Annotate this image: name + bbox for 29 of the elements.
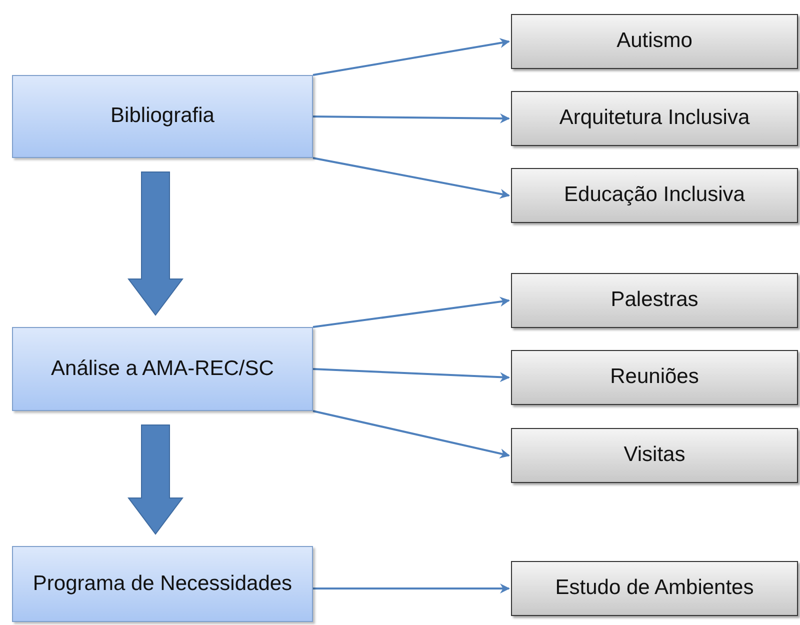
box-label: Reuniões [609,364,700,390]
box-label: Programa de Necessidades [32,570,294,597]
arrow [312,38,510,76]
arrow [312,368,510,382]
box-label: Estudo de Ambientes [554,575,755,602]
arrow [312,410,510,458]
process-box [12,546,313,622]
box-label: Educação Inclusiva [563,182,746,208]
process-box [12,327,313,411]
box-label: Palestras [610,287,700,314]
box-label: Bibliografia [110,103,216,130]
process-box [511,168,798,223]
process-box [511,561,798,616]
process-box [511,428,798,483]
arrow [313,584,510,594]
process-box [12,75,313,158]
box-label: Visitas [622,442,686,468]
process-box [511,91,798,146]
block-arrow [128,424,184,535]
box-label: Análise a AMA-REC/SC [50,356,275,382]
process-box [511,350,798,405]
arrow [313,113,510,124]
process-box [511,273,798,328]
arrow [312,296,510,328]
box-label: Autismo [616,28,694,54]
arrow [312,157,510,199]
process-box [511,14,798,69]
box-label: Arquitetura Inclusiva [558,105,751,132]
block-arrow [128,172,184,316]
